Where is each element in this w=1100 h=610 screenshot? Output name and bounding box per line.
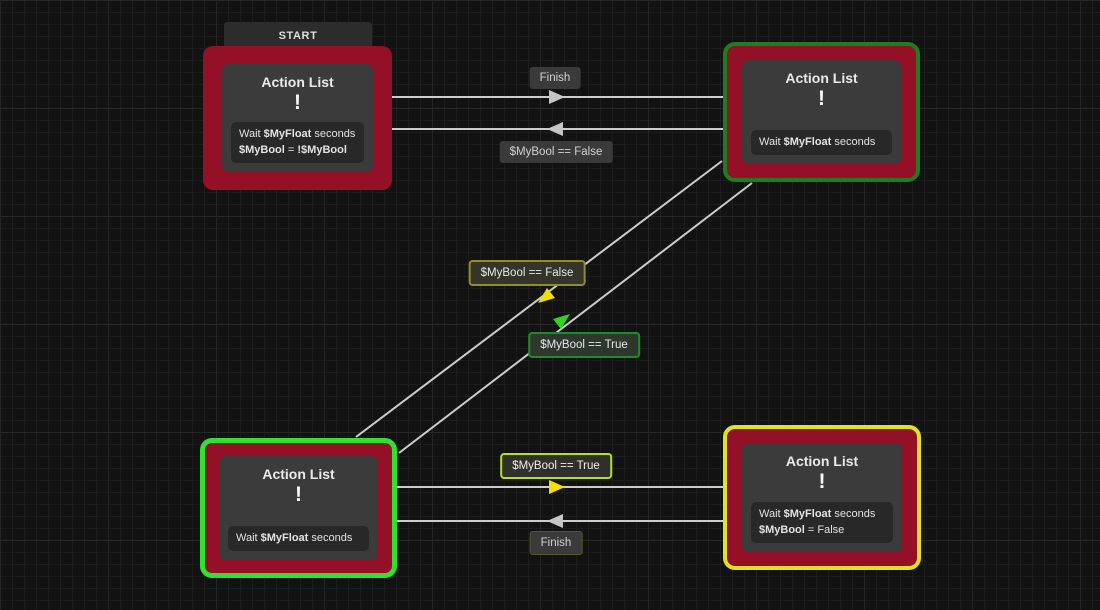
action-line: $MyBool = False — [759, 523, 845, 536]
edge-label-mybool-true-bottom[interactable]: $MyBool == True — [500, 453, 612, 479]
edge-label-mybool-false-top[interactable]: $MyBool == False — [499, 141, 613, 163]
start-tab-label: START — [278, 30, 318, 42]
edge-mybool-true-diagonal[interactable] — [398, 182, 753, 454]
arrow-right-yellow-icon — [549, 480, 565, 494]
edge-label-mybool-false-diagonal[interactable]: $MyBool == False — [468, 260, 586, 286]
action-summary: Wait $MyFloat seconds — [228, 525, 369, 551]
start-tab[interactable]: START — [224, 22, 372, 50]
action-line: $MyBool = !$MyBool — [239, 143, 347, 156]
node-action-list-bottom-left[interactable]: Action List ! Wait $MyFloat seconds — [200, 438, 397, 578]
action-line: Wait $MyFloat seconds — [759, 508, 876, 521]
node-panel: Action List ! Wait $MyFloat seconds $MyB… — [222, 64, 373, 172]
edge-label-finish-bottom[interactable]: Finish — [529, 531, 583, 555]
action-summary: Wait $MyFloat seconds $MyBool = !$MyBool — [231, 122, 364, 163]
exclamation-icon: ! — [818, 87, 825, 110]
exclamation-icon: ! — [295, 483, 302, 506]
action-line: Wait $MyFloat seconds — [759, 135, 876, 148]
edge-label-mybool-true-diagonal[interactable]: $MyBool == True — [528, 332, 640, 358]
arrow-left-gray-icon — [547, 514, 563, 528]
action-summary: Wait $MyFloat seconds $MyBool = False — [751, 502, 893, 543]
node-title: Action List — [785, 70, 858, 86]
exclamation-icon: ! — [818, 470, 826, 493]
node-action-list-bottom-right[interactable]: Action List ! Wait $MyFloat seconds $MyB… — [723, 425, 921, 570]
action-line: Wait $MyFloat seconds — [236, 531, 353, 544]
arrow-down-left-yellow-icon — [538, 288, 555, 303]
edge-mybool-false-diagonal[interactable] — [355, 160, 723, 438]
node-action-list-start[interactable]: Action List ! Wait $MyFloat seconds $MyB… — [203, 46, 392, 190]
node-panel: Action List ! Wait $MyFloat seconds — [219, 456, 378, 560]
node-title: Action List — [262, 466, 335, 482]
action-line: Wait $MyFloat seconds — [239, 128, 356, 141]
exclamation-icon: ! — [294, 91, 301, 114]
node-panel: Action List ! Wait $MyFloat seconds $MyB… — [742, 443, 902, 552]
node-panel: Action List ! Wait $MyFloat seconds — [742, 60, 901, 164]
arrow-up-right-green-icon — [553, 314, 570, 329]
arrow-right-icon — [549, 90, 565, 104]
arrow-left-icon — [547, 122, 563, 136]
node-title: Action List — [785, 453, 859, 469]
action-summary: Wait $MyFloat seconds — [751, 129, 892, 155]
node-title: Action List — [261, 74, 334, 90]
edge-label-finish-top[interactable]: Finish — [529, 67, 581, 89]
node-action-list-top-right[interactable]: Action List ! Wait $MyFloat seconds — [723, 42, 920, 182]
